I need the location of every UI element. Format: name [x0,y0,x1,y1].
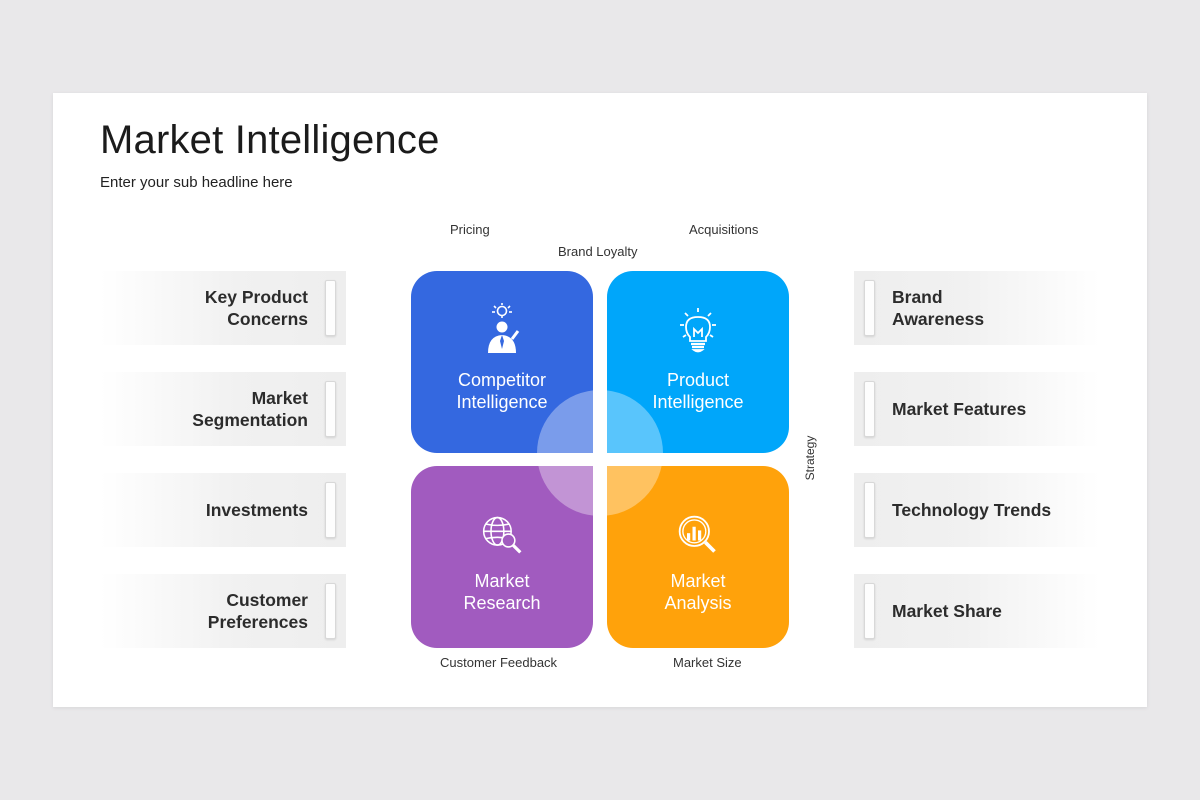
item-accent-bar [864,280,875,336]
quadrant-label: Market Analysis [664,571,732,613]
quadrant-market-research: Market Research [411,466,593,648]
label-brand-loyalty: Brand Loyalty [558,244,638,259]
left-item-investments: Investments [100,473,346,547]
quadrant-label: Product Intelligence [652,370,744,412]
chart-magnifier-icon [676,510,720,560]
item-label: Technology Trends [892,500,1052,520]
item-accent-bar [325,482,336,538]
item-label: Market Share [892,601,1002,621]
item-accent-bar [325,381,336,437]
quadrant-label: Market Research [463,571,541,613]
businessman-idea-icon [480,301,524,359]
right-item-market-features: Market Features [854,372,1100,446]
label-acquisitions: Acquisitions [689,222,759,237]
item-label: Market Features [892,399,1027,419]
quadrant-competitor-intelligence: Competitor Intelligence [411,271,593,453]
right-item-technology-trends: Technology Trends [854,473,1100,547]
quadrant-product-intelligence: Product Intelligence [607,271,789,453]
label-customer-feedback: Customer Feedback [440,655,558,670]
item-accent-bar [325,583,336,639]
item-accent-bar [864,482,875,538]
item-accent-bar [864,381,875,437]
page-subtitle: Enter your sub headline here [100,174,293,191]
globe-search-icon [480,510,524,560]
label-pricing: Pricing [450,222,490,237]
item-label: Investments [205,500,308,520]
quadrant-market-analysis: Market Analysis [607,466,789,648]
lightbulb-icon [676,301,720,359]
right-item-market-share: Market Share [854,574,1100,648]
label-market-size: Market Size [673,655,742,670]
item-accent-bar [864,583,875,639]
quadrant-label: Competitor Intelligence [456,370,548,412]
page-title: Market Intelligence [100,118,440,162]
item-accent-bar [325,280,336,336]
label-strategy: Strategy [803,435,817,481]
